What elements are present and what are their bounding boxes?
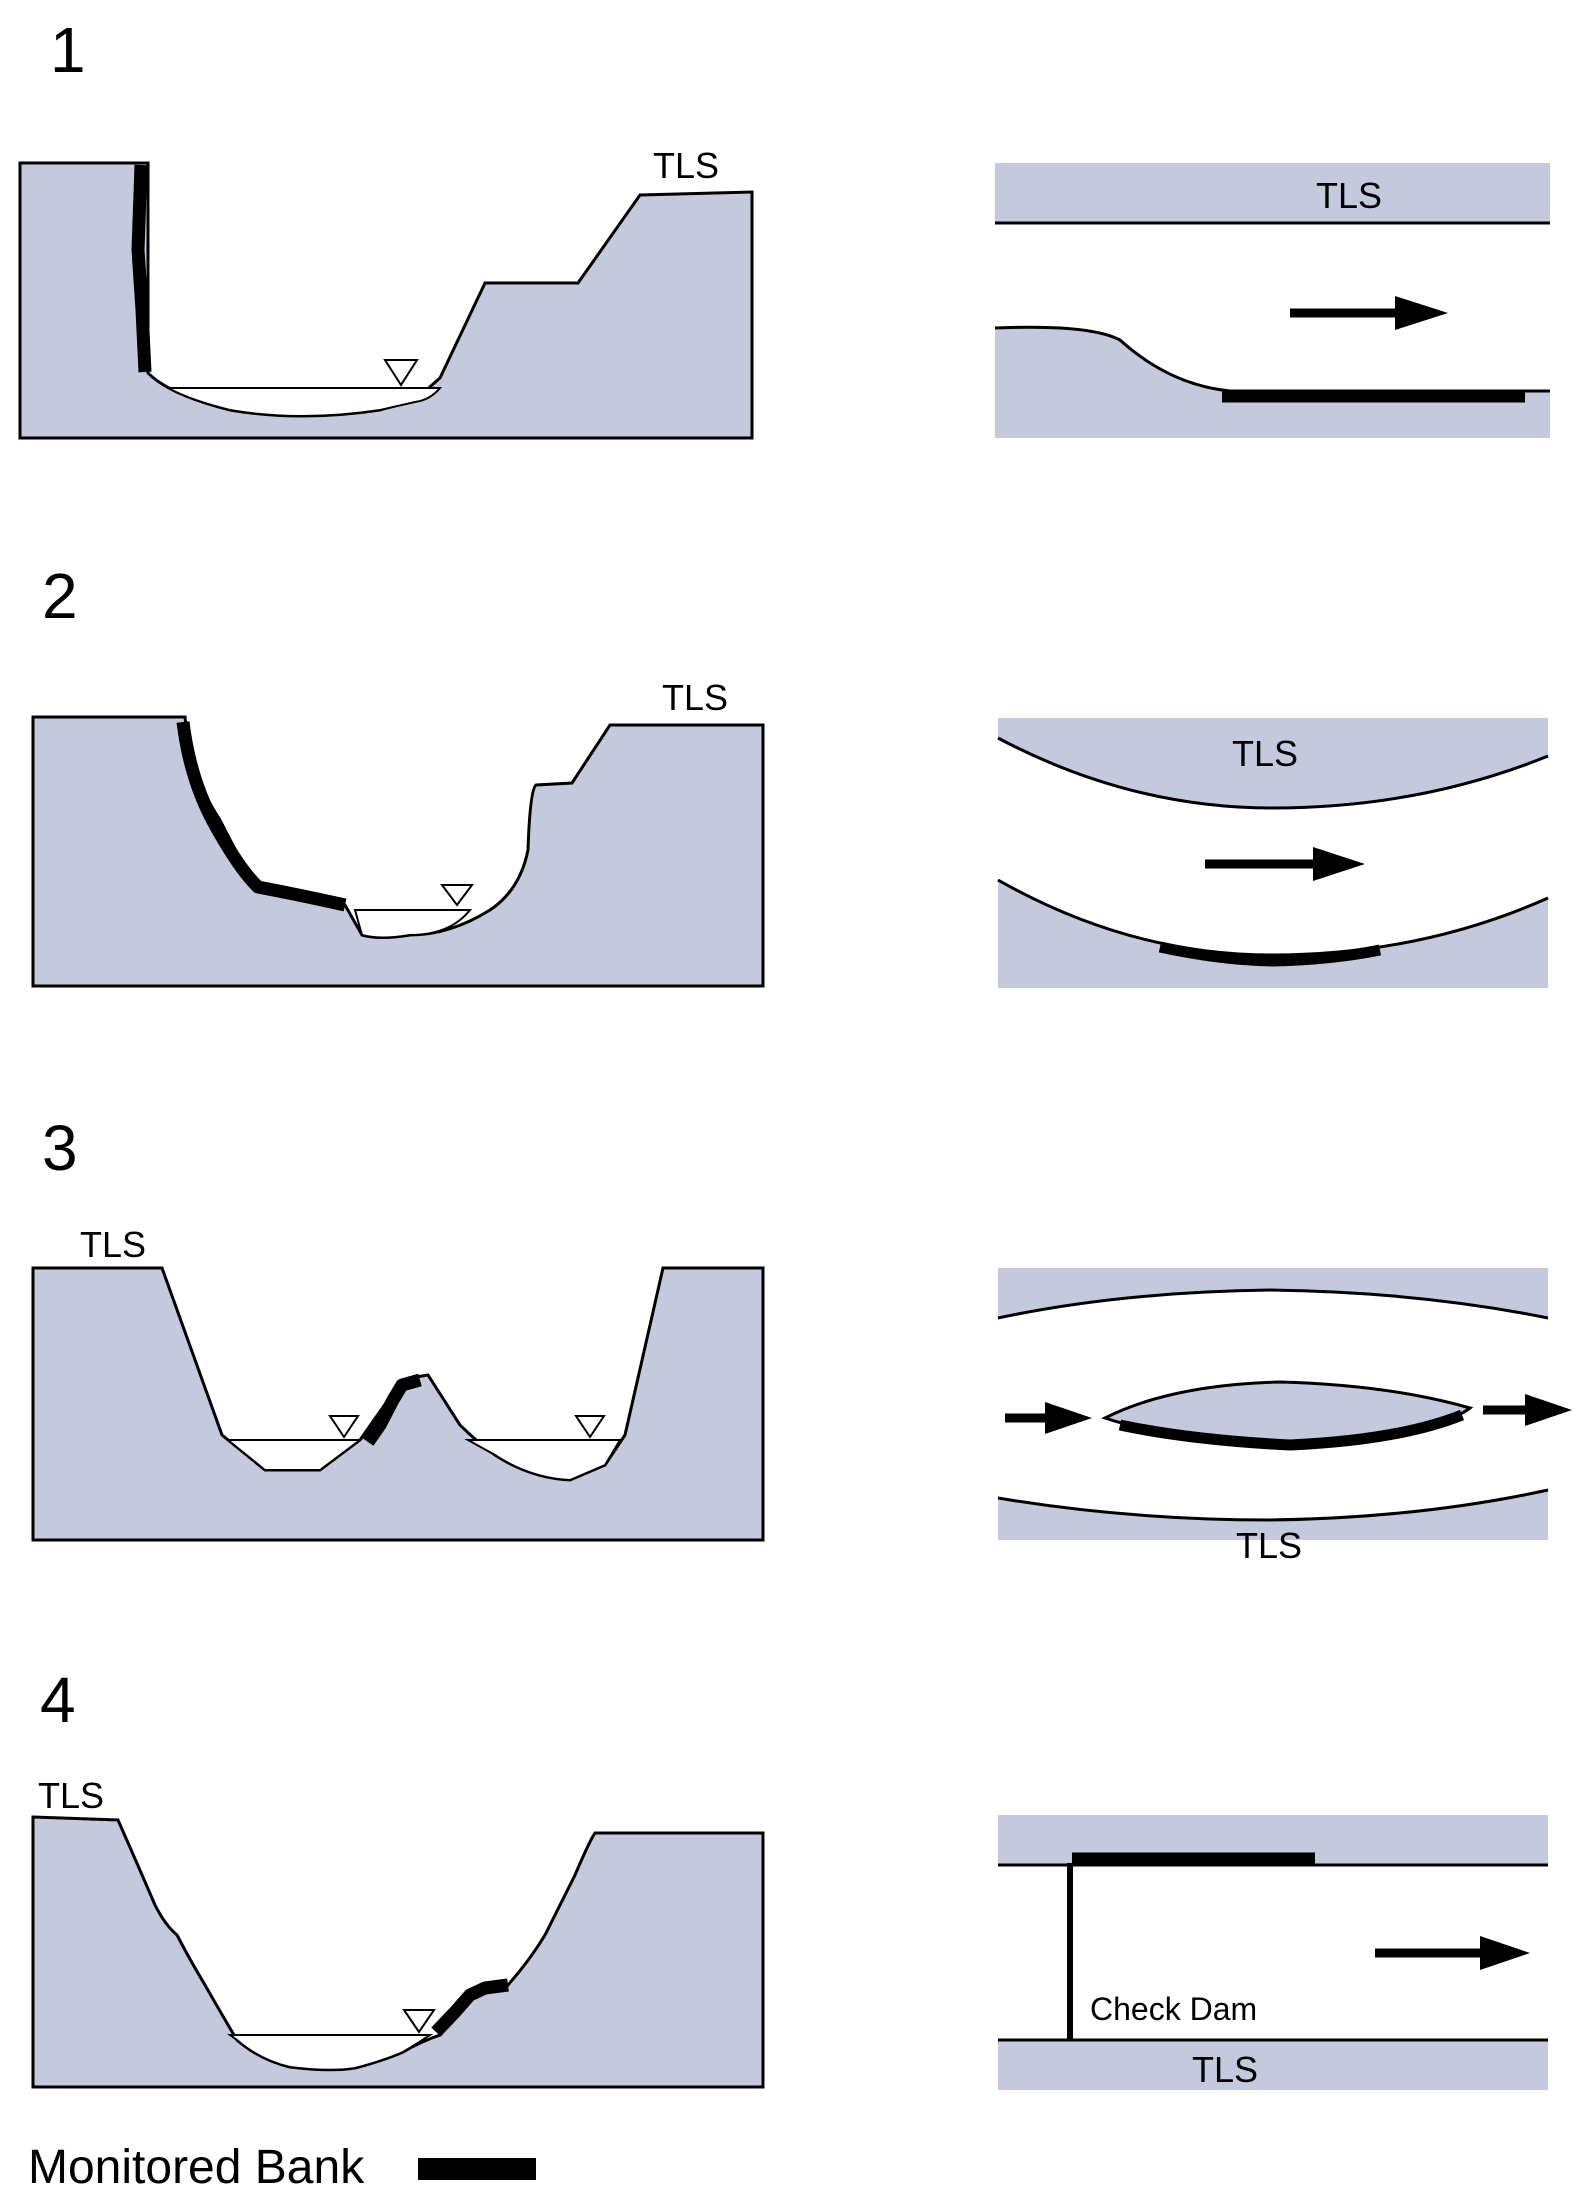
panel-2-water [353,909,473,939]
panel-2-ground [31,715,765,988]
panel-4-cross-section: TLS [31,1775,765,2089]
panel-4-plan-tls-label: TLS [1192,2049,1258,2090]
legend-monitored-bank-swatch [418,2158,536,2180]
panel-1-cross-section: TLS [18,145,754,440]
panel-3-outflow-arrow-icon [1525,1394,1572,1426]
panel-1-plan-lower-edge [994,325,1550,393]
panel-3-cross-section: TLS [31,1224,765,1542]
panel-2-water-level-icon [440,884,474,907]
panel-2-cross-section: TLS [31,677,765,988]
panel-2-plan-upper-edge [997,736,1549,810]
panel-2-plan-tls-label: TLS [1232,733,1298,774]
panel-3-plan-lower-edge [997,1488,1549,1522]
panel-2-flow-arrow-icon [1313,847,1365,881]
panel-3-plan-tls-label: TLS [1236,1525,1302,1566]
panel-2-plan-lower-bank [998,880,1548,988]
panel-1-plan-lower-bank [995,327,1550,438]
panel-2-plan-lower-edge [997,878,1549,957]
panel-3-plan-upper-bank [998,1268,1548,1318]
legend-label: Monitored Bank [28,2141,365,2194]
panel-1-section-tls-label: TLS [653,145,719,186]
panel-2-number: 2 [42,560,78,632]
panel-3-plan-lower-bank [998,1490,1548,1540]
panel-1-number: 1 [50,14,86,86]
panel-4-section-tls-label: TLS [38,1775,104,1816]
panel-1-plan-upper-bank [995,163,1550,223]
panel-3-number: 3 [42,1112,78,1184]
panel-3-inflow-arrow-icon [1045,1402,1092,1434]
panel-1-flow-arrow-icon [1395,296,1448,330]
panel-2-plan-monitored-bank [1158,941,1382,967]
panel-4-plan-lower-bank [998,2040,1548,2090]
panel-3-water-level-icon-right [574,1415,606,1439]
panel-1-water [167,387,443,417]
panel-2-plan-upper-bank [998,718,1548,808]
panel-2-monitored-bank [176,721,347,912]
panel-2-plan-view: TLS [997,718,1549,988]
panel-4-flow-arrow-icon [1480,1936,1530,1970]
panel-1-water-level-icon [383,359,419,387]
panel-2-section-tls-label: TLS [662,677,728,718]
panel-4-monitored-bank [431,1978,509,2037]
panel-1-plan-view: TLS [994,163,1550,438]
panel-3-plan-view: TLS [997,1268,1572,1566]
panel-3-water-level-icon-left [328,1415,360,1439]
panel-4-water-level-icon [402,2009,436,2034]
legend: Monitored Bank [28,2141,536,2194]
panel-1-plan-tls-label: TLS [1316,175,1382,216]
panel-3-plan-monitored-bank [1118,1409,1465,1451]
panel-3-monitored-bank [362,1373,422,1446]
panel-4-number: 4 [40,1664,76,1736]
panel-1-monitored-bank [131,164,152,373]
panel-3-plan-upper-edge [997,1288,1549,1320]
panel-3-section-tls-label: TLS [80,1224,146,1265]
panel-3-water-right [464,1439,622,1482]
panel-4-water [226,2034,434,2071]
panel-4-plan-view: Check Dam TLS [998,1815,1548,2090]
panel-4-check-dam-label: Check Dam [1090,1991,1257,2027]
